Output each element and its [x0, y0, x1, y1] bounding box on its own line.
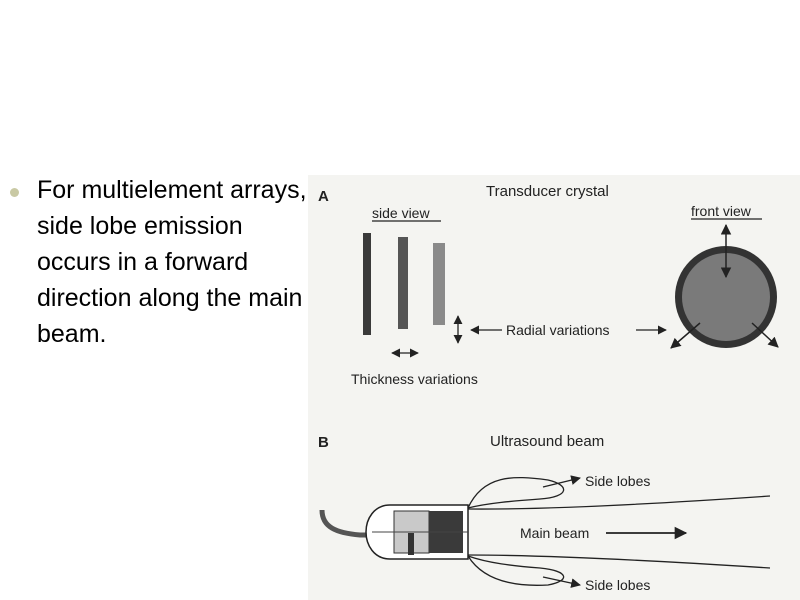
side-lobes-top-label: Side lobes	[585, 473, 650, 489]
side-lobe-bottom	[467, 555, 565, 586]
probe-connector	[408, 533, 414, 555]
front-view-label: front view	[691, 203, 752, 219]
side-view-label: side view	[372, 205, 430, 221]
main-beam-upper-edge	[467, 495, 771, 510]
transducer-figure: A Transducer crystal side view front vie…	[308, 175, 800, 600]
panel-b-title: Ultrasound beam	[490, 433, 604, 450]
panel-b-letter: B	[318, 434, 329, 451]
disc-arrow-lower-right-icon	[751, 322, 779, 348]
main-beam-lower-edge	[467, 554, 771, 569]
disc-arrow-lower-left-icon	[670, 322, 701, 349]
transducer-cable	[319, 509, 372, 538]
bullet-text: For multielement arrays, side lobe emiss…	[37, 176, 307, 348]
side-lobe-bottom-arrow-icon	[542, 576, 581, 588]
side-lobes-bottom-label: Side lobes	[585, 577, 650, 593]
side-lobe-top	[467, 476, 565, 509]
crystal-disc-face	[682, 253, 770, 341]
radial-label: Radial variations	[506, 322, 610, 338]
thickness-label: Thickness variations	[351, 371, 478, 387]
side-lobe-top-arrow-icon	[542, 475, 581, 488]
panel-a-letter: A	[318, 188, 329, 205]
crystal-bar-thin	[433, 243, 445, 325]
bullet-list: For multielement arrays, side lobe emiss…	[10, 172, 310, 352]
panel-a-title: Transducer crystal	[486, 183, 609, 200]
main-beam-label: Main beam	[520, 525, 589, 541]
bullet-dot-icon	[10, 188, 19, 197]
bullet-item: For multielement arrays, side lobe emiss…	[10, 172, 310, 352]
crystal-bar-medium	[398, 237, 408, 329]
crystal-bar-thick	[363, 233, 371, 335]
